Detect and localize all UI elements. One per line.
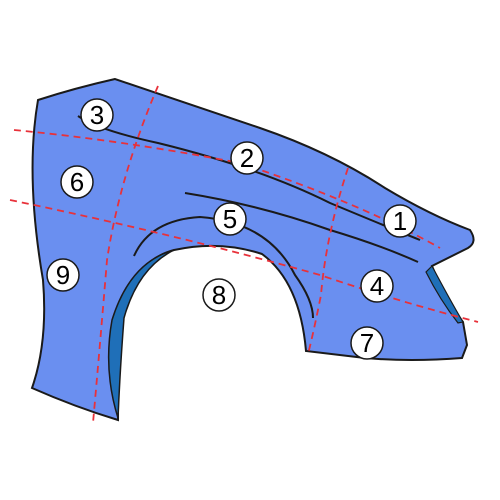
horizontal-division-lower [9,199,479,323]
headlight-notch [425,265,464,324]
middle-crease-line [184,192,419,263]
zone-label-5[interactable]: 5 [213,202,247,236]
zone-label-8-text: 8 [212,280,226,310]
zone-label-2[interactable]: 2 [230,141,264,175]
zone-label-6[interactable]: 6 [60,165,94,199]
vertical-division-front [92,85,159,424]
wheel-arch-inner [107,249,175,419]
arch-crease-line [133,215,314,319]
zone-label-7-text: 7 [360,328,374,358]
zone-label-2-text: 2 [240,143,254,173]
zone-label-1[interactable]: 1 [383,204,417,238]
zone-label-3-text: 3 [90,100,104,130]
zone-label-9[interactable]: 9 [46,258,80,292]
zone-label-4-text: 4 [370,271,384,301]
zone-label-4[interactable]: 4 [360,269,394,303]
vertical-division-rear [307,167,349,355]
zone-label-3[interactable]: 3 [80,98,114,132]
zone-label-7[interactable]: 7 [350,326,384,360]
zone-label-5-text: 5 [223,204,237,234]
zone-labels: 1 2 3 4 5 6 7 8 [46,98,417,360]
zone-label-8[interactable]: 8 [202,278,236,312]
zone-label-1-text: 1 [393,206,407,236]
zone-label-6-text: 6 [70,167,84,197]
zone-label-9-text: 9 [56,260,70,290]
